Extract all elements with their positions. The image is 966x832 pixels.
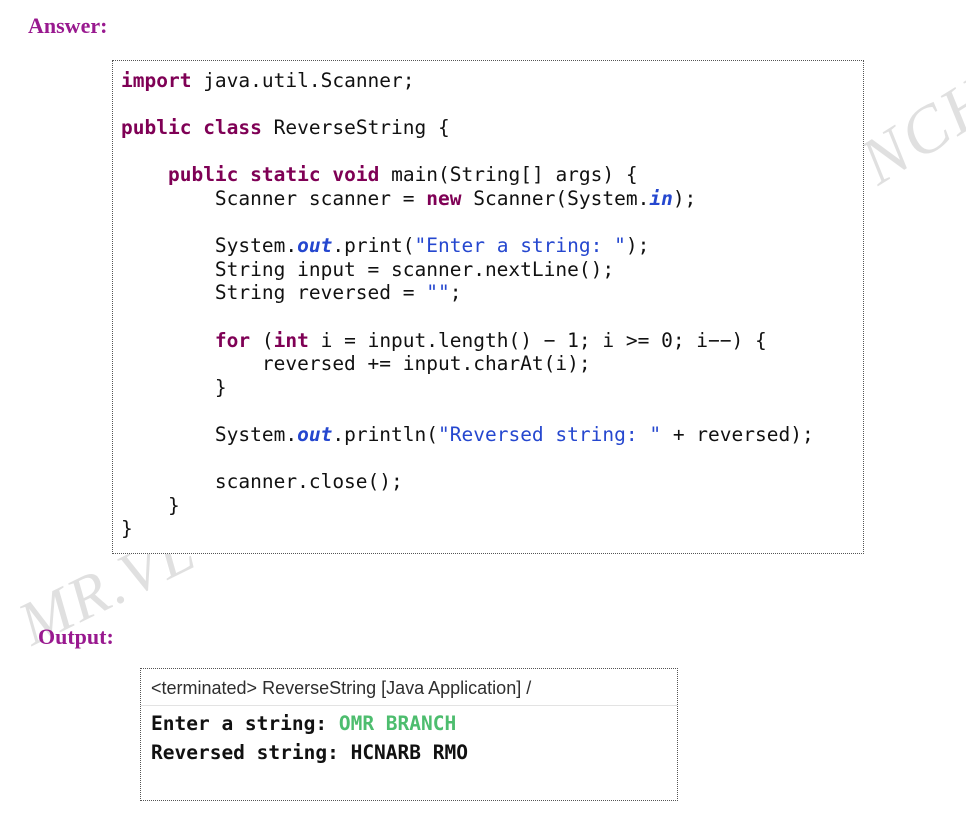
code-line: scanner.close(); bbox=[121, 470, 855, 494]
code-line bbox=[121, 447, 855, 471]
token-str: "Enter a string: " bbox=[414, 234, 626, 258]
token-plain bbox=[121, 163, 168, 186]
watermark-fragment: NCH bbox=[847, 60, 966, 199]
token-plain bbox=[238, 163, 250, 186]
token-plain: } bbox=[121, 517, 133, 541]
token-plain bbox=[321, 163, 333, 186]
token-kw: class bbox=[203, 116, 262, 140]
code-line bbox=[121, 140, 855, 164]
token-kw: import bbox=[121, 69, 192, 92]
token-str: "" bbox=[426, 281, 450, 305]
code-line: String input = scanner.nextLine(); bbox=[121, 258, 855, 282]
code-line: System.out.println("Reversed string: " +… bbox=[121, 423, 855, 447]
token-kw: public bbox=[167, 163, 239, 187]
token-plain: java.util.Scanner; bbox=[191, 69, 415, 92]
token-plain bbox=[191, 116, 203, 139]
token-plain: Scanner(System. bbox=[461, 186, 650, 210]
code-line: import java.util.Scanner; bbox=[121, 69, 855, 93]
code-line: } bbox=[121, 376, 855, 400]
token-plain: scanner.close(); bbox=[121, 470, 403, 494]
token-plain: ReverseString { bbox=[261, 116, 450, 140]
console-line: Reversed string: HCNARB RMO bbox=[151, 738, 667, 767]
token-plain: System. bbox=[121, 422, 298, 446]
token-kw: new bbox=[426, 186, 462, 210]
token-plain: System. bbox=[121, 234, 298, 258]
token-kw: void bbox=[332, 163, 380, 187]
token-plain: Scanner scanner = bbox=[121, 186, 427, 210]
token-plain: .print( bbox=[332, 234, 415, 258]
console-panel: <terminated> ReverseString [Java Applica… bbox=[140, 668, 678, 801]
console-line: Enter a string: OMR BRANCH bbox=[151, 709, 667, 738]
answer-heading: Answer: bbox=[28, 13, 108, 38]
token-str: "Reversed string: " bbox=[438, 422, 662, 446]
code-line: public class ReverseString { bbox=[121, 116, 855, 140]
token-plain: Enter a string: bbox=[151, 712, 339, 735]
token-plain: reversed += input.charAt(i); bbox=[121, 352, 591, 376]
code-line: } bbox=[121, 517, 855, 541]
code-line: } bbox=[121, 494, 855, 518]
code-line bbox=[121, 305, 855, 329]
code-line: for (int i = input.length() − 1; i >= 0;… bbox=[121, 329, 855, 353]
token-plain bbox=[121, 329, 215, 352]
token-plain: ); bbox=[672, 186, 697, 210]
token-plain: .println( bbox=[332, 422, 439, 446]
token-plain: String reversed = bbox=[121, 281, 427, 305]
token-plain: } bbox=[121, 493, 180, 517]
code-line bbox=[121, 399, 855, 423]
code-line: reversed += input.charAt(i); bbox=[121, 352, 855, 376]
token-kw: public bbox=[121, 116, 192, 140]
token-kw: int bbox=[273, 328, 309, 352]
token-field: out bbox=[297, 422, 333, 446]
token-plain: + reversed); bbox=[661, 422, 814, 446]
code-line: String reversed = ""; bbox=[121, 281, 855, 305]
token-plain: String input = scanner.nextLine(); bbox=[121, 257, 615, 281]
token-plain: ; bbox=[449, 281, 462, 305]
output-heading: Output: bbox=[38, 624, 114, 649]
code-block: import java.util.Scanner; public class R… bbox=[112, 60, 864, 554]
code-line: System.out.print("Enter a string: "); bbox=[121, 234, 855, 258]
token-kw: static bbox=[250, 163, 321, 187]
token-input: OMR BRANCH bbox=[338, 712, 457, 735]
code-line: public static void main(String[] args) { bbox=[121, 163, 855, 187]
token-plain: main(String[] args) { bbox=[379, 163, 638, 187]
token-kw: for bbox=[214, 328, 251, 352]
console-body: Enter a string: OMR BRANCH Reversed strin… bbox=[141, 706, 677, 773]
code-line bbox=[121, 93, 855, 117]
token-plain: Reversed string: HCNARB RMO bbox=[151, 741, 468, 764]
token-plain: i = input.length() − 1; i >= 0; i−−) { bbox=[308, 328, 767, 352]
token-plain: } bbox=[121, 375, 227, 399]
token-field: out bbox=[297, 234, 333, 258]
token-field: in bbox=[649, 186, 673, 210]
code-line: Scanner scanner = new Scanner(System.in)… bbox=[121, 187, 855, 211]
token-plain: ( bbox=[250, 328, 274, 352]
code-line bbox=[121, 211, 855, 235]
console-header: <terminated> ReverseString [Java Applica… bbox=[141, 669, 677, 706]
token-plain: ); bbox=[625, 234, 650, 258]
